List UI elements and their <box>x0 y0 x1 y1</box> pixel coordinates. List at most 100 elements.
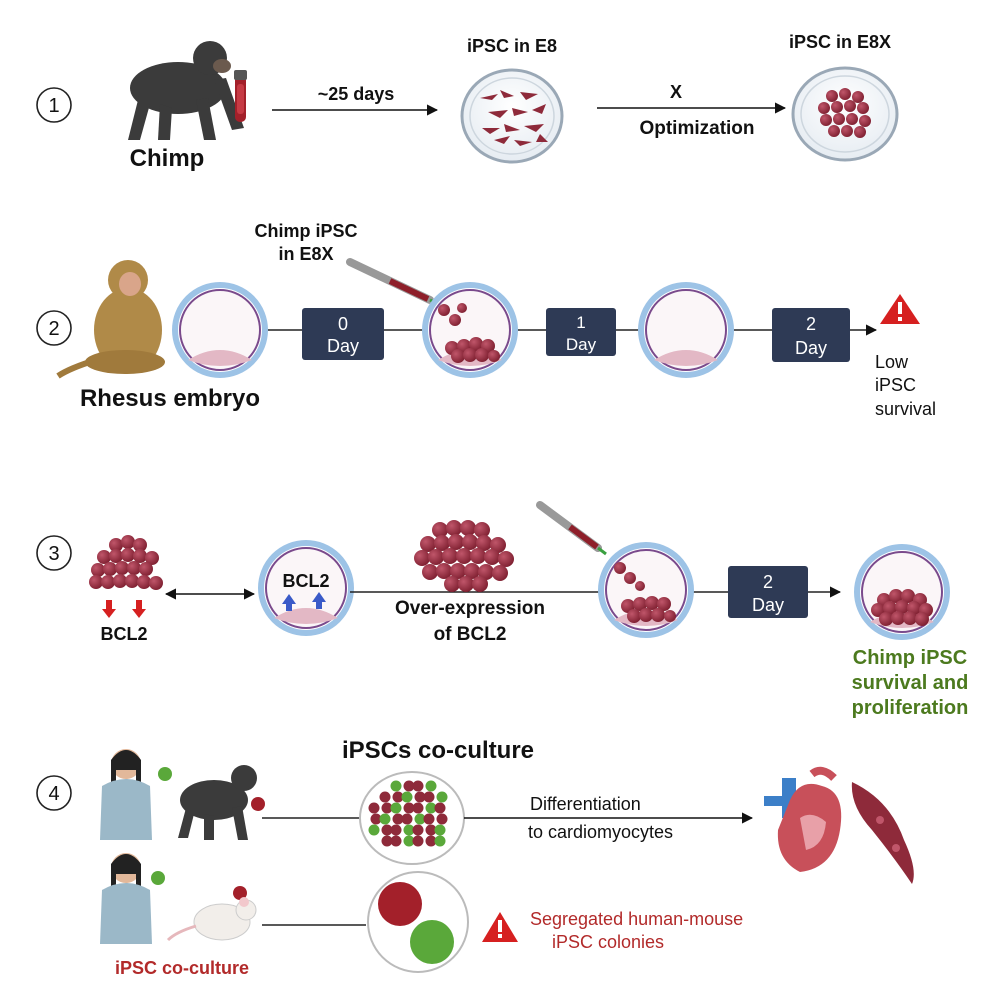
svg-text:2: 2 <box>48 318 59 340</box>
segregated-line1: Segregated human-mouse <box>530 909 743 929</box>
svg-text:Day: Day <box>795 338 827 358</box>
coculture-cell <box>392 813 404 825</box>
segregated-line2: iPSC colonies <box>552 932 664 952</box>
svg-text:2: 2 <box>806 314 816 334</box>
rhesus-embryo-label: Rhesus embryo <box>80 385 260 412</box>
coculture-cell <box>401 791 413 803</box>
coculture-cell <box>379 813 391 825</box>
coculture-cell <box>390 835 402 847</box>
syringe-icon-row3 <box>536 501 607 556</box>
coculture-cell <box>436 813 448 825</box>
arrow-optimization-label: Optimization <box>639 118 754 139</box>
chimp-icon <box>128 41 244 140</box>
svg-text:4: 4 <box>48 783 59 805</box>
step-number-3: 3 <box>36 535 72 571</box>
svg-text:1: 1 <box>48 95 59 117</box>
differentiation-line2: to cardiomyocytes <box>528 822 673 842</box>
embryo-proliferated <box>854 544 950 640</box>
svg-text:3: 3 <box>48 543 59 565</box>
coculture-cell <box>381 802 393 814</box>
low-survival-line2: iPSC <box>875 375 916 395</box>
coculture-cell <box>434 802 446 814</box>
embryo-day-1 <box>638 282 734 378</box>
coculture-cell <box>423 791 435 803</box>
dish-e8-label: iPSC in E8 <box>467 36 557 56</box>
svg-text:1: 1 <box>576 313 585 332</box>
down-arrows-icon <box>102 600 146 618</box>
overexpression-line1: Over-expression <box>395 598 545 619</box>
survival-line1: Chimp iPSC <box>853 647 967 669</box>
coculture-cell <box>403 802 415 814</box>
coculture-cell <box>370 813 382 825</box>
red-cell-icon-2 <box>233 886 247 900</box>
coculture-cell <box>381 824 393 836</box>
coculture-cell <box>381 835 393 847</box>
green-cell-icon-2 <box>151 871 165 885</box>
coculture-cell <box>425 780 437 792</box>
ipsc-coculture-label: iPSC co-culture <box>115 958 249 978</box>
coculture-cell <box>425 824 437 836</box>
embryo-before-injection <box>172 282 268 378</box>
svg-text:Day: Day <box>752 595 784 615</box>
bcl2-low-label: BCL2 <box>100 624 147 644</box>
coculture-cell <box>425 802 437 814</box>
embryo-bcl2-label: BCL2 <box>282 571 329 591</box>
warning-icon-row4 <box>482 912 518 942</box>
embryo-day-0-injected <box>422 282 518 378</box>
day-2-box-row3: 2 Day <box>728 566 808 618</box>
overexpression-line2: of BCL2 <box>434 624 507 645</box>
mouse-icon <box>166 897 257 942</box>
svg-text:2: 2 <box>763 572 773 592</box>
syringe-icon <box>346 258 439 306</box>
coculture-cell <box>412 824 424 836</box>
heart-icon <box>764 766 842 872</box>
green-cell-icon <box>158 767 172 781</box>
coculture-cell <box>401 813 413 825</box>
coculture-cell <box>434 824 446 836</box>
coculture-cell <box>392 791 404 803</box>
human-icon-2 <box>100 853 152 944</box>
chimp-label: Chimp <box>130 145 205 172</box>
step-number-1: 1 <box>36 87 72 123</box>
day-0-box: 0 Day <box>302 308 384 360</box>
bcl2-overexpressed-cells <box>414 520 514 592</box>
red-cell-icon <box>251 797 265 811</box>
human-icon <box>100 749 152 840</box>
coculture-title: iPSCs co-culture <box>342 737 534 764</box>
coculture-cell <box>434 835 446 847</box>
coculture-cell <box>412 780 424 792</box>
injection-label-line2: in E8X <box>278 244 333 264</box>
step-number-2: 2 <box>36 310 72 346</box>
dish-e8x-label: iPSC in E8X <box>789 32 891 52</box>
coculture-cell <box>436 791 448 803</box>
coculture-cell <box>368 824 380 836</box>
differentiation-line1: Differentiation <box>530 794 641 814</box>
coculture-cell <box>412 835 424 847</box>
blood-tube-icon <box>234 70 247 122</box>
petri-dish-e8 <box>460 68 564 164</box>
survival-line3: proliferation <box>852 697 969 719</box>
chimp-icon-row4 <box>178 765 257 840</box>
arrow-x-label: X <box>670 82 682 102</box>
segregated-dish <box>367 871 469 973</box>
embryo-bcl2 <box>258 540 354 636</box>
coculture-cell <box>390 802 402 814</box>
day-2-box: 2 Day <box>772 308 850 362</box>
coculture-cell <box>414 791 426 803</box>
coculture-cell <box>379 791 391 803</box>
petri-dish-e8x <box>791 66 899 162</box>
step-number-4: 4 <box>36 775 72 811</box>
coculture-cell <box>403 835 415 847</box>
day-1-box: 1 Day <box>546 308 616 356</box>
svg-text:Day: Day <box>327 336 359 356</box>
svg-text:Day: Day <box>566 335 597 354</box>
coculture-cell <box>423 813 435 825</box>
coculture-cell <box>390 824 402 836</box>
survival-line2: survival and <box>852 672 969 694</box>
coculture-cell <box>403 780 415 792</box>
coculture-cell <box>425 835 437 847</box>
warning-icon <box>880 294 920 324</box>
bcl2-low-cells <box>89 535 163 590</box>
coculture-cell <box>412 802 424 814</box>
